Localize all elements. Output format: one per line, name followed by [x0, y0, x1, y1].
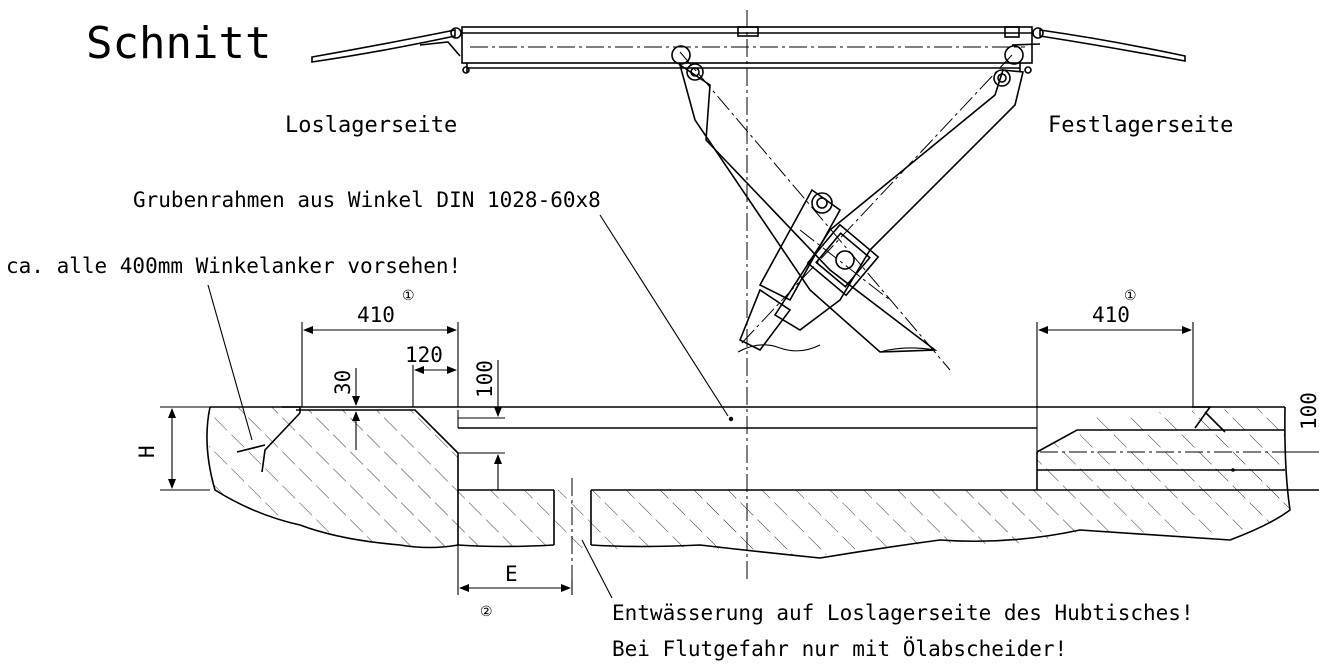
label-loose-bearing-side: Loslagerseite — [285, 113, 457, 138]
soil-hatch-right — [1037, 407, 1285, 490]
scissor-arm-1 — [678, 63, 938, 353]
dim-100-mid: 100 — [473, 360, 497, 398]
leaders — [207, 214, 729, 599]
soil-hatch-left — [210, 407, 458, 490]
label-fixed-bearing-side: Festlagerseite — [1048, 113, 1233, 138]
dim-410-left: 410 — [357, 303, 395, 327]
drawing-title: Schnitt — [86, 18, 271, 69]
ramp-left — [311, 29, 456, 63]
center-pivot — [806, 223, 880, 297]
mark-1-right: ① — [1124, 288, 1137, 304]
ground-section — [160, 406, 1319, 590]
note-pit-frame: Grubenrahmen aus Winkel DIN 1028-60x8 — [133, 188, 601, 212]
dim-H: H — [135, 445, 159, 458]
mark-2: ② — [480, 604, 493, 620]
note-oil-separator: Bei Flutgefahr nur mit Ölabscheider! — [612, 636, 1067, 661]
mark-1-left: ① — [402, 288, 415, 304]
dim-30: 30 — [331, 370, 355, 395]
dim-120: 120 — [405, 343, 443, 367]
note-angle-anchors: ca. alle 400mm Winkelanker vorsehen! — [6, 254, 461, 278]
dim-E: E — [505, 562, 518, 586]
dim-410-right: 410 — [1092, 303, 1130, 327]
dimensions — [160, 322, 1319, 595]
dim-100-right: 100 — [1297, 392, 1319, 430]
scissor-arm-2 — [773, 69, 1024, 331]
soil-hatch-bottom — [215, 490, 1290, 556]
cylinder — [758, 188, 842, 302]
lift-table — [311, 10, 1186, 580]
note-drainage: Entwässerung auf Loslagerseite des Hubti… — [612, 601, 1194, 625]
ramp-right — [1039, 29, 1186, 62]
